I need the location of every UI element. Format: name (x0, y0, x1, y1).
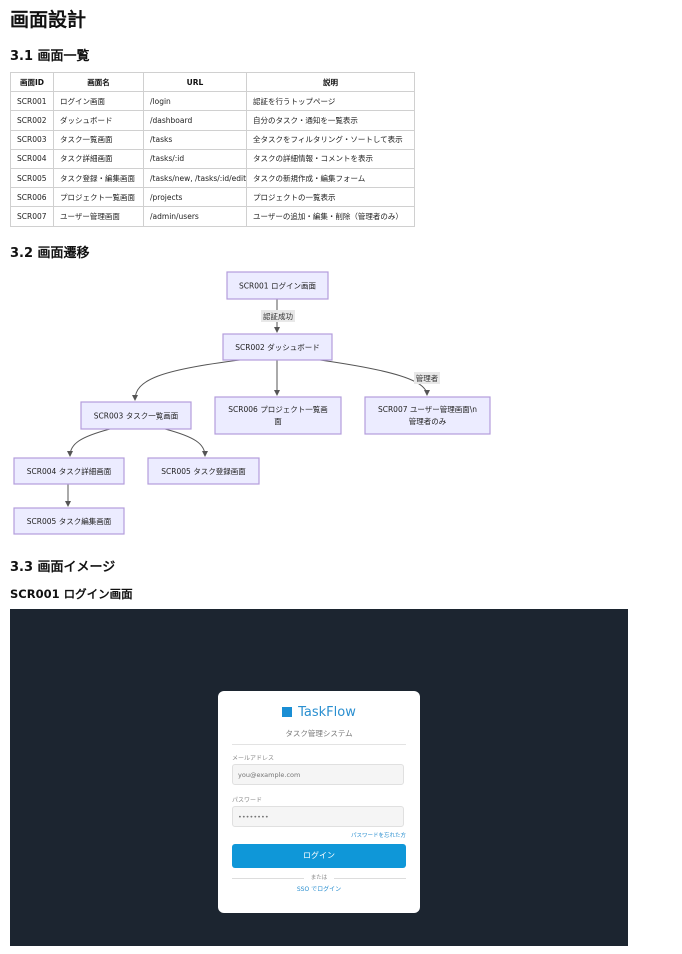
edge-scr002-scr007 (319, 359, 430, 396)
screen-url-cell: /login (143, 91, 247, 112)
login-screen-mockup: TaskFlow タスク管理システム メールアドレス パスワード パスワードを忘… (10, 609, 628, 946)
screen-description-cell: プロジェクトの一覧表示 (246, 187, 415, 208)
login-screen-subheading: SCR001 ログイン画面 (10, 587, 133, 601)
screen-name-cell: タスク一覧画面 (53, 129, 144, 150)
edge-label-auth-success: 認証成功 (263, 311, 293, 321)
or-separator-text: または (310, 875, 328, 881)
screen-url-cell: /projects (143, 187, 247, 208)
square-logo-icon (282, 707, 293, 717)
svg-text:SCR003 タスク一覧画面: SCR003 タスク一覧画面 (94, 411, 179, 421)
table-row: SCR003 タスク一覧画面 /tasks 全タスクをフィルタリング・ソートして… (10, 129, 415, 150)
edge-label-bg (261, 310, 295, 322)
brand-logo: TaskFlow (218, 705, 420, 720)
screen-url-cell: /tasks/new, /tasks/:id/edit (143, 167, 247, 189)
screen-name-cell: プロジェクト一覧画面 (53, 187, 144, 208)
screen-name-cell: ユーザー管理画面 (53, 206, 144, 227)
screen-description-cell: タスクの新規作成・編集フォーム (246, 167, 415, 189)
svg-text:管理者のみ: 管理者のみ (409, 416, 447, 426)
screen-image-heading: 3.3 画面イメージ (10, 560, 116, 575)
column-header: URL (143, 71, 247, 93)
svg-text:SCR007 ユーザー管理画面\n: SCR007 ユーザー管理画面\n (378, 404, 477, 414)
forgot-password-link[interactable]: パスワードを忘れた方 (350, 833, 406, 839)
screen-id-cell: SCR002 (10, 110, 54, 131)
screen-name-cell: ダッシュボード (53, 110, 144, 131)
screen-url-cell: /tasks/:id (143, 148, 247, 169)
password-label: パスワード (232, 797, 263, 804)
node-scr003: SCR003 タスク一覧画面 (80, 401, 192, 430)
divider (232, 744, 406, 745)
sso-login-link[interactable]: SSO でログイン (296, 886, 342, 893)
column-header: 画面名 (53, 71, 144, 93)
table-row: SCR001 ログイン画面 /login 認証を行うトップページ (10, 91, 415, 112)
svg-text:SCR001 ログイン画面: SCR001 ログイン画面 (239, 281, 316, 291)
table-row: SCR002 ダッシュボード /dashboard 自分のタスク・通知を一覧表示 (10, 110, 415, 131)
screen-id-cell: SCR003 (10, 129, 54, 150)
screen-transition-diagram: 認証成功 管理者 SCR001 ログイン画面 SCR002 ダッシュボード SC… (13, 271, 491, 535)
brand-name: TaskFlow (298, 705, 356, 720)
table-row: SCR007 ユーザー管理画面 /admin/users ユーザーの追加・編集・… (10, 206, 415, 227)
node-scr004: SCR004 タスク詳細画面 (13, 457, 125, 485)
login-card: TaskFlow タスク管理システム メールアドレス パスワード パスワードを忘… (218, 691, 420, 913)
screen-id-cell: SCR001 (10, 91, 54, 112)
screen-id-cell: SCR007 (10, 206, 54, 227)
node-scr006: SCR006 プロジェクト一覧画 面 (214, 396, 342, 435)
screen-description-cell: 全タスクをフィルタリング・ソートして表示 (246, 129, 415, 150)
edge-scr003-scr005-register (164, 428, 208, 457)
screen-id-cell: SCR005 (10, 167, 54, 189)
node-scr002: SCR002 ダッシュボード (222, 333, 333, 361)
svg-text:SCR006 プロジェクト一覧画: SCR006 プロジェクト一覧画 (228, 404, 327, 414)
edge-scr002-scr003 (132, 359, 241, 401)
email-field[interactable] (232, 764, 404, 785)
email-label: メールアドレス (232, 755, 275, 762)
edge-label-bg (414, 372, 440, 384)
screen-list-table: 画面ID 画面名 URL 説明 SCR001 ログイン画面 /login 認証を… (10, 71, 415, 227)
svg-text:SCR002 ダッシュボード: SCR002 ダッシュボード (235, 342, 319, 352)
svg-text:SCR005 タスク登録画面: SCR005 タスク登録画面 (161, 466, 246, 476)
screen-url-cell: /dashboard (143, 110, 247, 131)
screen-name-cell: ログイン画面 (53, 91, 144, 112)
node-scr005-edit: SCR005 タスク編集画面 (13, 507, 125, 535)
table-row: SCR005 タスク登録・編集画面 /tasks/new, /tasks/:id… (10, 167, 415, 189)
column-header: 画面ID (10, 71, 54, 93)
column-header: 説明 (246, 71, 415, 93)
divider (334, 878, 406, 879)
screen-description-cell: ユーザーの追加・編集・削除（管理者のみ） (246, 206, 415, 227)
page-title: 画面設計 (10, 9, 87, 31)
app-subtitle: タスク管理システム (285, 729, 353, 738)
screen-name-cell: タスク詳細画面 (53, 148, 144, 169)
password-field[interactable] (232, 806, 404, 827)
screen-id-cell: SCR004 (10, 148, 54, 169)
svg-text:面: 面 (274, 417, 282, 426)
edge-scr003-scr004 (67, 428, 111, 457)
table-header-row: 画面ID 画面名 URL 説明 (10, 71, 415, 93)
edge-label-admin: 管理者 (416, 373, 439, 383)
screen-name-cell: タスク登録・編集画面 (53, 167, 144, 189)
screen-url-cell: /tasks (143, 129, 247, 150)
login-button[interactable]: ログイン (232, 844, 406, 868)
node-scr001: SCR001 ログイン画面 (226, 271, 329, 300)
screen-description-cell: 自分のタスク・通知を一覧表示 (246, 110, 415, 131)
screen-list-heading: 3.1 画面一覧 (10, 49, 90, 64)
screen-url-cell: /admin/users (143, 206, 247, 227)
table-row: SCR004 タスク詳細画面 /tasks/:id タスクの詳細情報・コメントを… (10, 148, 415, 169)
screen-flow-heading: 3.2 画面遷移 (10, 246, 90, 261)
svg-text:SCR004 タスク詳細画面: SCR004 タスク詳細画面 (27, 466, 112, 476)
node-scr005-register: SCR005 タスク登録画面 (147, 457, 260, 485)
screen-description-cell: タスクの詳細情報・コメントを表示 (246, 148, 415, 169)
screen-id-cell: SCR006 (10, 187, 54, 208)
screen-description-cell: 認証を行うトップページ (246, 91, 415, 112)
node-scr007: SCR007 ユーザー管理画面\n 管理者のみ (364, 396, 491, 435)
table-row: SCR006 プロジェクト一覧画面 /projects プロジェクトの一覧表示 (10, 187, 415, 208)
divider (232, 878, 304, 879)
svg-text:SCR005 タスク編集画面: SCR005 タスク編集画面 (27, 516, 112, 526)
